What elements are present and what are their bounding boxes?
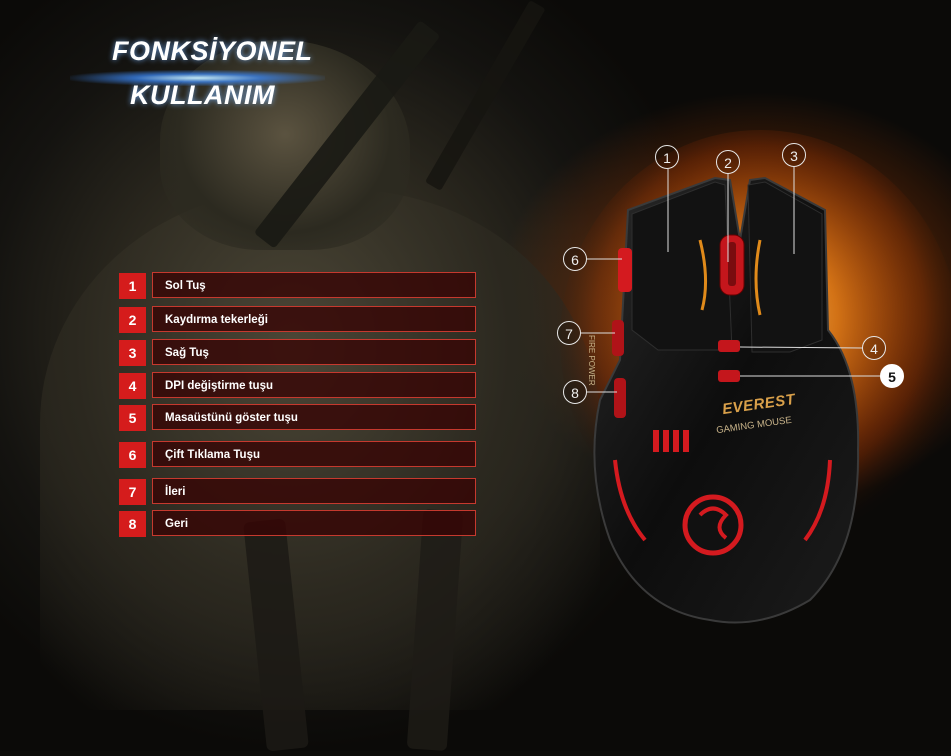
feature-row-7: 7 İleri xyxy=(119,478,479,506)
feature-label: Çift Tıklama Tuşu xyxy=(152,441,476,467)
title-line-2: KULLANIM xyxy=(130,80,275,110)
title-glow xyxy=(70,70,325,86)
feature-label: Sağ Tuş xyxy=(152,339,476,365)
feature-row-5: 5 Masaüstünü göster tuşu xyxy=(119,404,479,432)
back-button xyxy=(614,378,626,418)
feature-row-8: 8 Geri xyxy=(119,510,479,538)
marvo-logo-icon xyxy=(682,494,744,556)
dpi-button xyxy=(718,340,740,352)
gaming-mouse-illustration: EVEREST GAMING MOUSE FIRE POWER 1 2 3 4 … xyxy=(557,130,951,751)
feature-row-4: 4 DPI değiştirme tuşu xyxy=(119,372,479,400)
callout-7: 7 xyxy=(557,321,581,345)
feature-label: Kaydırma tekerleği xyxy=(152,306,476,332)
feature-row-2: 2 Kaydırma tekerleği xyxy=(119,306,479,334)
feature-row-6: 6 Çift Tıklama Tuşu xyxy=(119,441,479,469)
feature-number: 7 xyxy=(119,479,146,505)
feature-label: İleri xyxy=(152,478,476,504)
forward-button xyxy=(612,320,624,356)
feature-label: Masaüstünü göster tuşu xyxy=(152,404,476,430)
title-line-1: FONKSİYONEL xyxy=(112,36,313,66)
callout-3: 3 xyxy=(782,143,806,167)
callout-6: 6 xyxy=(563,247,587,271)
callout-4: 4 xyxy=(862,336,886,360)
callout-1: 1 xyxy=(655,145,679,169)
feature-number: 8 xyxy=(119,511,146,537)
feature-label: DPI değiştirme tuşu xyxy=(152,372,476,398)
section-title: FONKSİYONEL KULLANIM xyxy=(60,36,340,116)
feature-label: Geri xyxy=(152,510,476,536)
callout-2: 2 xyxy=(716,150,740,174)
feature-label: Sol Tuş xyxy=(152,272,476,298)
feature-row-1: 1 Sol Tuş xyxy=(119,272,479,300)
desktop-button xyxy=(718,370,740,382)
mouse-svg xyxy=(560,130,951,624)
feature-number: 4 xyxy=(119,373,146,399)
feature-number: 3 xyxy=(119,340,146,366)
callout-8: 8 xyxy=(563,380,587,404)
feature-number: 2 xyxy=(119,307,146,333)
feature-number: 1 xyxy=(119,273,146,299)
feature-number: 5 xyxy=(119,405,146,431)
feature-number: 6 xyxy=(119,442,146,468)
callout-5: 5 xyxy=(880,364,904,388)
right-button xyxy=(747,181,823,353)
feature-row-3: 3 Sağ Tuş xyxy=(119,339,479,367)
callout-lines xyxy=(581,167,880,393)
